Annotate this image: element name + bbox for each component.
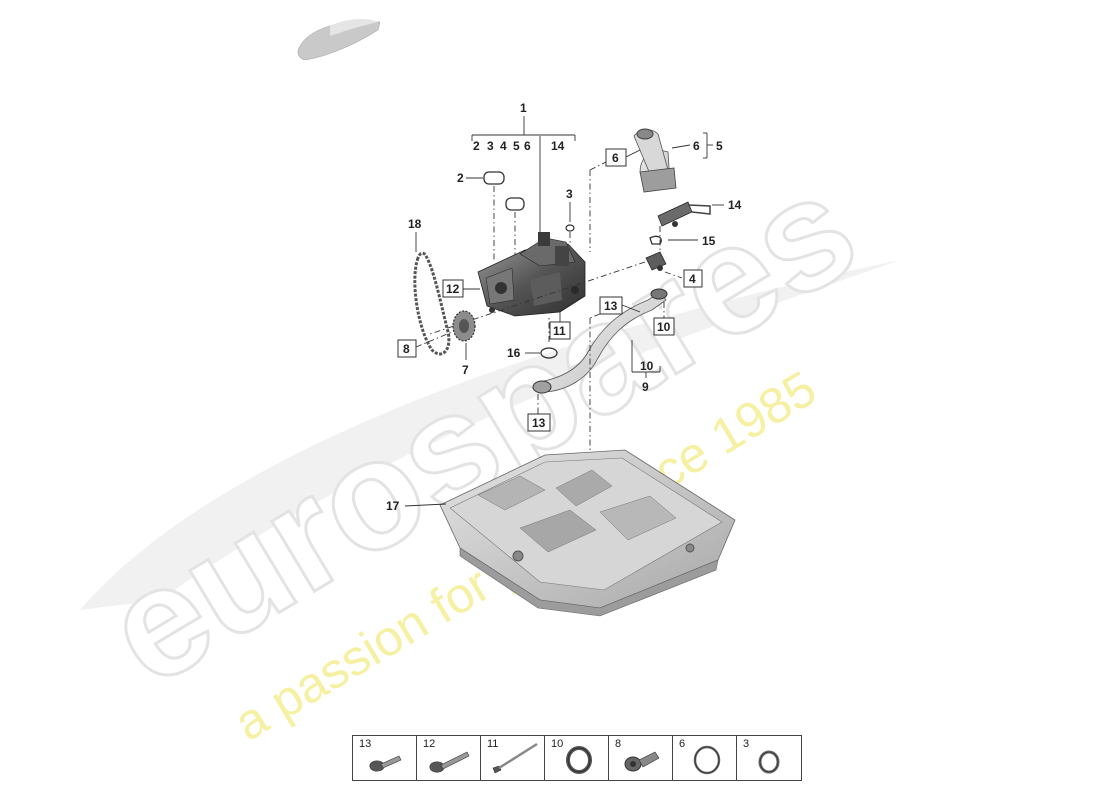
seal-ring-icon (566, 746, 592, 774)
gasket-part-2 (505, 197, 525, 211)
valve-part (645, 251, 667, 271)
callout-2: 2 (457, 171, 464, 185)
callout-14: 14 (728, 198, 742, 212)
callout-box-4 (683, 269, 703, 288)
bolt-long-thin-icon (492, 742, 538, 774)
callout-box-8 (397, 339, 417, 358)
car-silhouette-icon (297, 18, 381, 61)
hardware-number: 11 (487, 738, 499, 750)
bolt-flange-short-icon (369, 755, 402, 772)
oil-pump-module-part (477, 232, 586, 317)
callout-12: 12 (446, 282, 460, 296)
gasket-part (483, 171, 505, 185)
hardware-cell[interactable]: 13 (353, 736, 417, 780)
callout-15: 15 (702, 234, 716, 248)
callout-13a: 13 (604, 299, 618, 313)
drive-chain-part (413, 251, 451, 356)
hardware-cell[interactable]: 10 (545, 736, 609, 780)
hardware-legend-table: 13 12 11 10 8 (352, 735, 802, 781)
callout-group-4: 4 (500, 139, 507, 153)
hardware-cell[interactable]: 12 (417, 736, 481, 780)
bolt-collar-icon (624, 751, 660, 772)
o-ring-icon (693, 745, 721, 775)
callout-7: 7 (462, 363, 469, 377)
callout-box-12 (442, 279, 464, 298)
callout-box-13b (527, 413, 551, 432)
hardware-number: 10 (551, 738, 564, 750)
callout-4: 4 (689, 272, 696, 286)
callout-group-5: 5 (513, 139, 520, 153)
callout-6b: 6 (693, 139, 700, 153)
callout-8: 8 (403, 342, 410, 356)
watermark-swoosh (80, 260, 900, 610)
callout-1: 1 (520, 101, 527, 115)
hardware-cell[interactable]: 6 (673, 736, 737, 780)
hardware-cell[interactable]: 3 (737, 736, 801, 780)
oil-pickup-pipe-part (532, 288, 668, 394)
sprocket-part (452, 310, 476, 342)
oil-filler-neck-part (633, 128, 677, 193)
callout-11: 11 (553, 324, 566, 338)
callout-13b: 13 (532, 416, 546, 430)
callout-10a: 10 (657, 320, 671, 334)
hardware-cell[interactable]: 11 (481, 736, 545, 780)
callout-group-6: 6 (524, 139, 531, 153)
callout-group-14: 14 (551, 139, 565, 153)
callout-10b: 10 (640, 359, 654, 373)
callout-group-2: 2 (473, 139, 480, 153)
callout-18: 18 (408, 217, 422, 231)
callout-17: 17 (386, 499, 400, 513)
clip-part (649, 235, 662, 245)
callout-group-3: 3 (487, 139, 494, 153)
hardware-number: 13 (359, 738, 372, 750)
callout-16: 16 (507, 346, 521, 360)
hardware-number: 8 (615, 738, 622, 750)
hardware-number: 3 (743, 738, 750, 750)
callout-box-10 (653, 317, 675, 336)
callout-3: 3 (566, 187, 573, 201)
callout-6a: 6 (612, 151, 619, 165)
callout-9: 9 (642, 380, 649, 394)
seal-ring-small-icon (758, 750, 780, 774)
hardware-number: 12 (423, 738, 436, 750)
callout-box-13a (599, 296, 623, 315)
hardware-number: 6 (679, 738, 686, 750)
oil-sensor-part (657, 201, 711, 227)
bolt-flange-long-icon (429, 751, 470, 773)
callout-5: 5 (716, 139, 723, 153)
hardware-cell[interactable]: 8 (609, 736, 673, 780)
seal-ring-3-part (565, 224, 575, 232)
callout-box-11 (549, 321, 571, 340)
oil-pan-part (439, 449, 736, 617)
callout-box-6 (605, 148, 627, 167)
o-ring-16-part (540, 347, 558, 359)
